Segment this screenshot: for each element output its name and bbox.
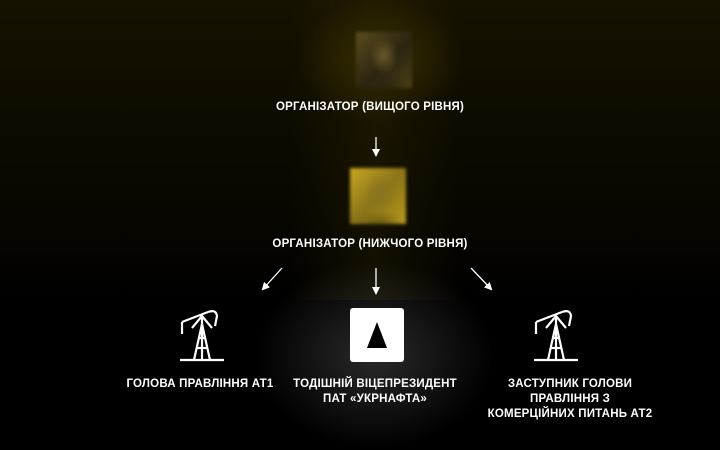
blurred-photo-lower-organizer (350, 168, 406, 224)
label-deputy-chairman-line2: ПРАВЛІННЯ З (530, 393, 610, 405)
label-former-vice-president-line2: ПАТ «УКРНАФТА» (323, 393, 427, 405)
oil-pump-icon (534, 310, 578, 362)
label-top-organizer: ОРГАНІЗАТОР (ВИЩОГО РІВНЯ) (275, 101, 465, 113)
oil-pump-icon (180, 310, 224, 362)
blurred-photo-top-organizer (356, 32, 412, 88)
label-deputy-chairman-at2: ЗАСТУПНИК ГОЛОВИ ПРАВЛІННЯ З КОМЕРЦІЙНИХ… (470, 377, 670, 422)
label-former-vice-president: ТОДІШНІЙ ВІЦЕПРЕЗИДЕНТ ПАТ «УКРНАФТА» (275, 377, 475, 407)
ukrnafta-logo-icon (350, 308, 404, 362)
label-deputy-chairman-line1: ЗАСТУПНИК ГОЛОВИ (507, 378, 633, 390)
arrow-middle-to-right (470, 267, 493, 291)
label-former-vice-president-line1: ТОДІШНІЙ ВІЦЕПРЕЗИДЕНТ (293, 378, 457, 390)
label-lower-organizer: ОРГАНІЗАТОР (НИЖЧОГО РІВНЯ) (272, 238, 468, 250)
arrow-middle-to-left (261, 267, 283, 291)
label-deputy-chairman-line3: КОМЕРЦІЙНИХ ПИТАНЬ АТ2 (487, 408, 653, 420)
label-board-chairman-at1: ГОЛОВА ПРАВЛІННЯ АТ1 (126, 378, 274, 390)
